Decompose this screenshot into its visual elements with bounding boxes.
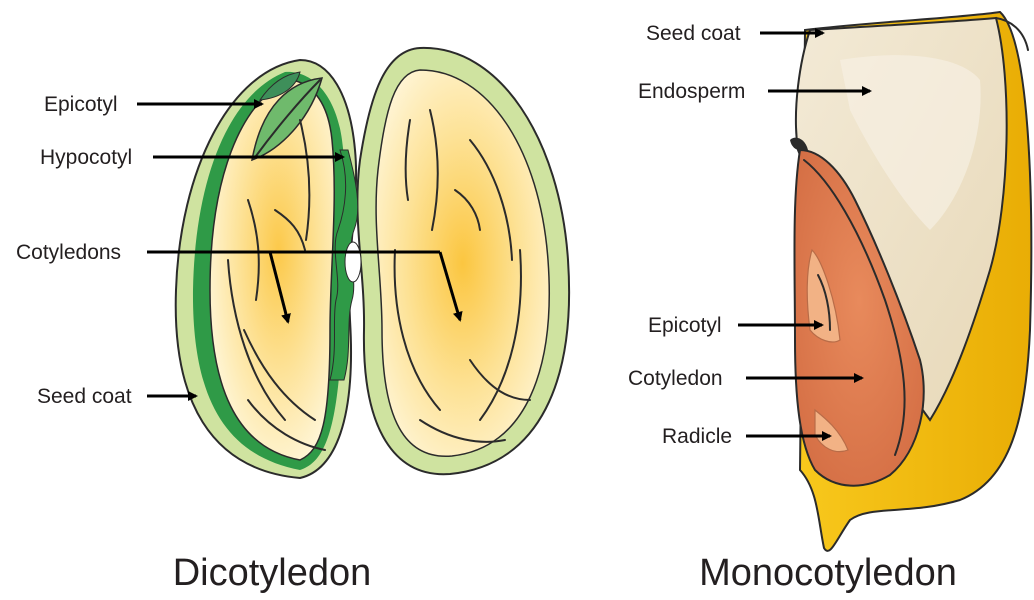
label-endosperm: Endosperm (638, 80, 745, 103)
label-monocot-seed-coat: Seed coat (646, 22, 741, 45)
label-hypocotyl: Hypocotyl (40, 146, 132, 169)
monocot-seed (790, 12, 1031, 551)
dicot-center-gap (345, 242, 361, 282)
monocot-title: Monocotyledon (699, 552, 957, 594)
label-dicot-seed-coat: Seed coat (37, 385, 132, 408)
dicot-title: Dicotyledon (173, 552, 372, 594)
label-radicle: Radicle (662, 425, 732, 448)
label-cotyledons: Cotyledons (16, 241, 121, 264)
dicot-seed (176, 48, 569, 478)
label-epicotyl: Epicotyl (44, 93, 118, 116)
label-monocot-cotyledon: Cotyledon (628, 367, 723, 390)
label-monocot-epicotyl: Epicotyl (648, 314, 722, 337)
